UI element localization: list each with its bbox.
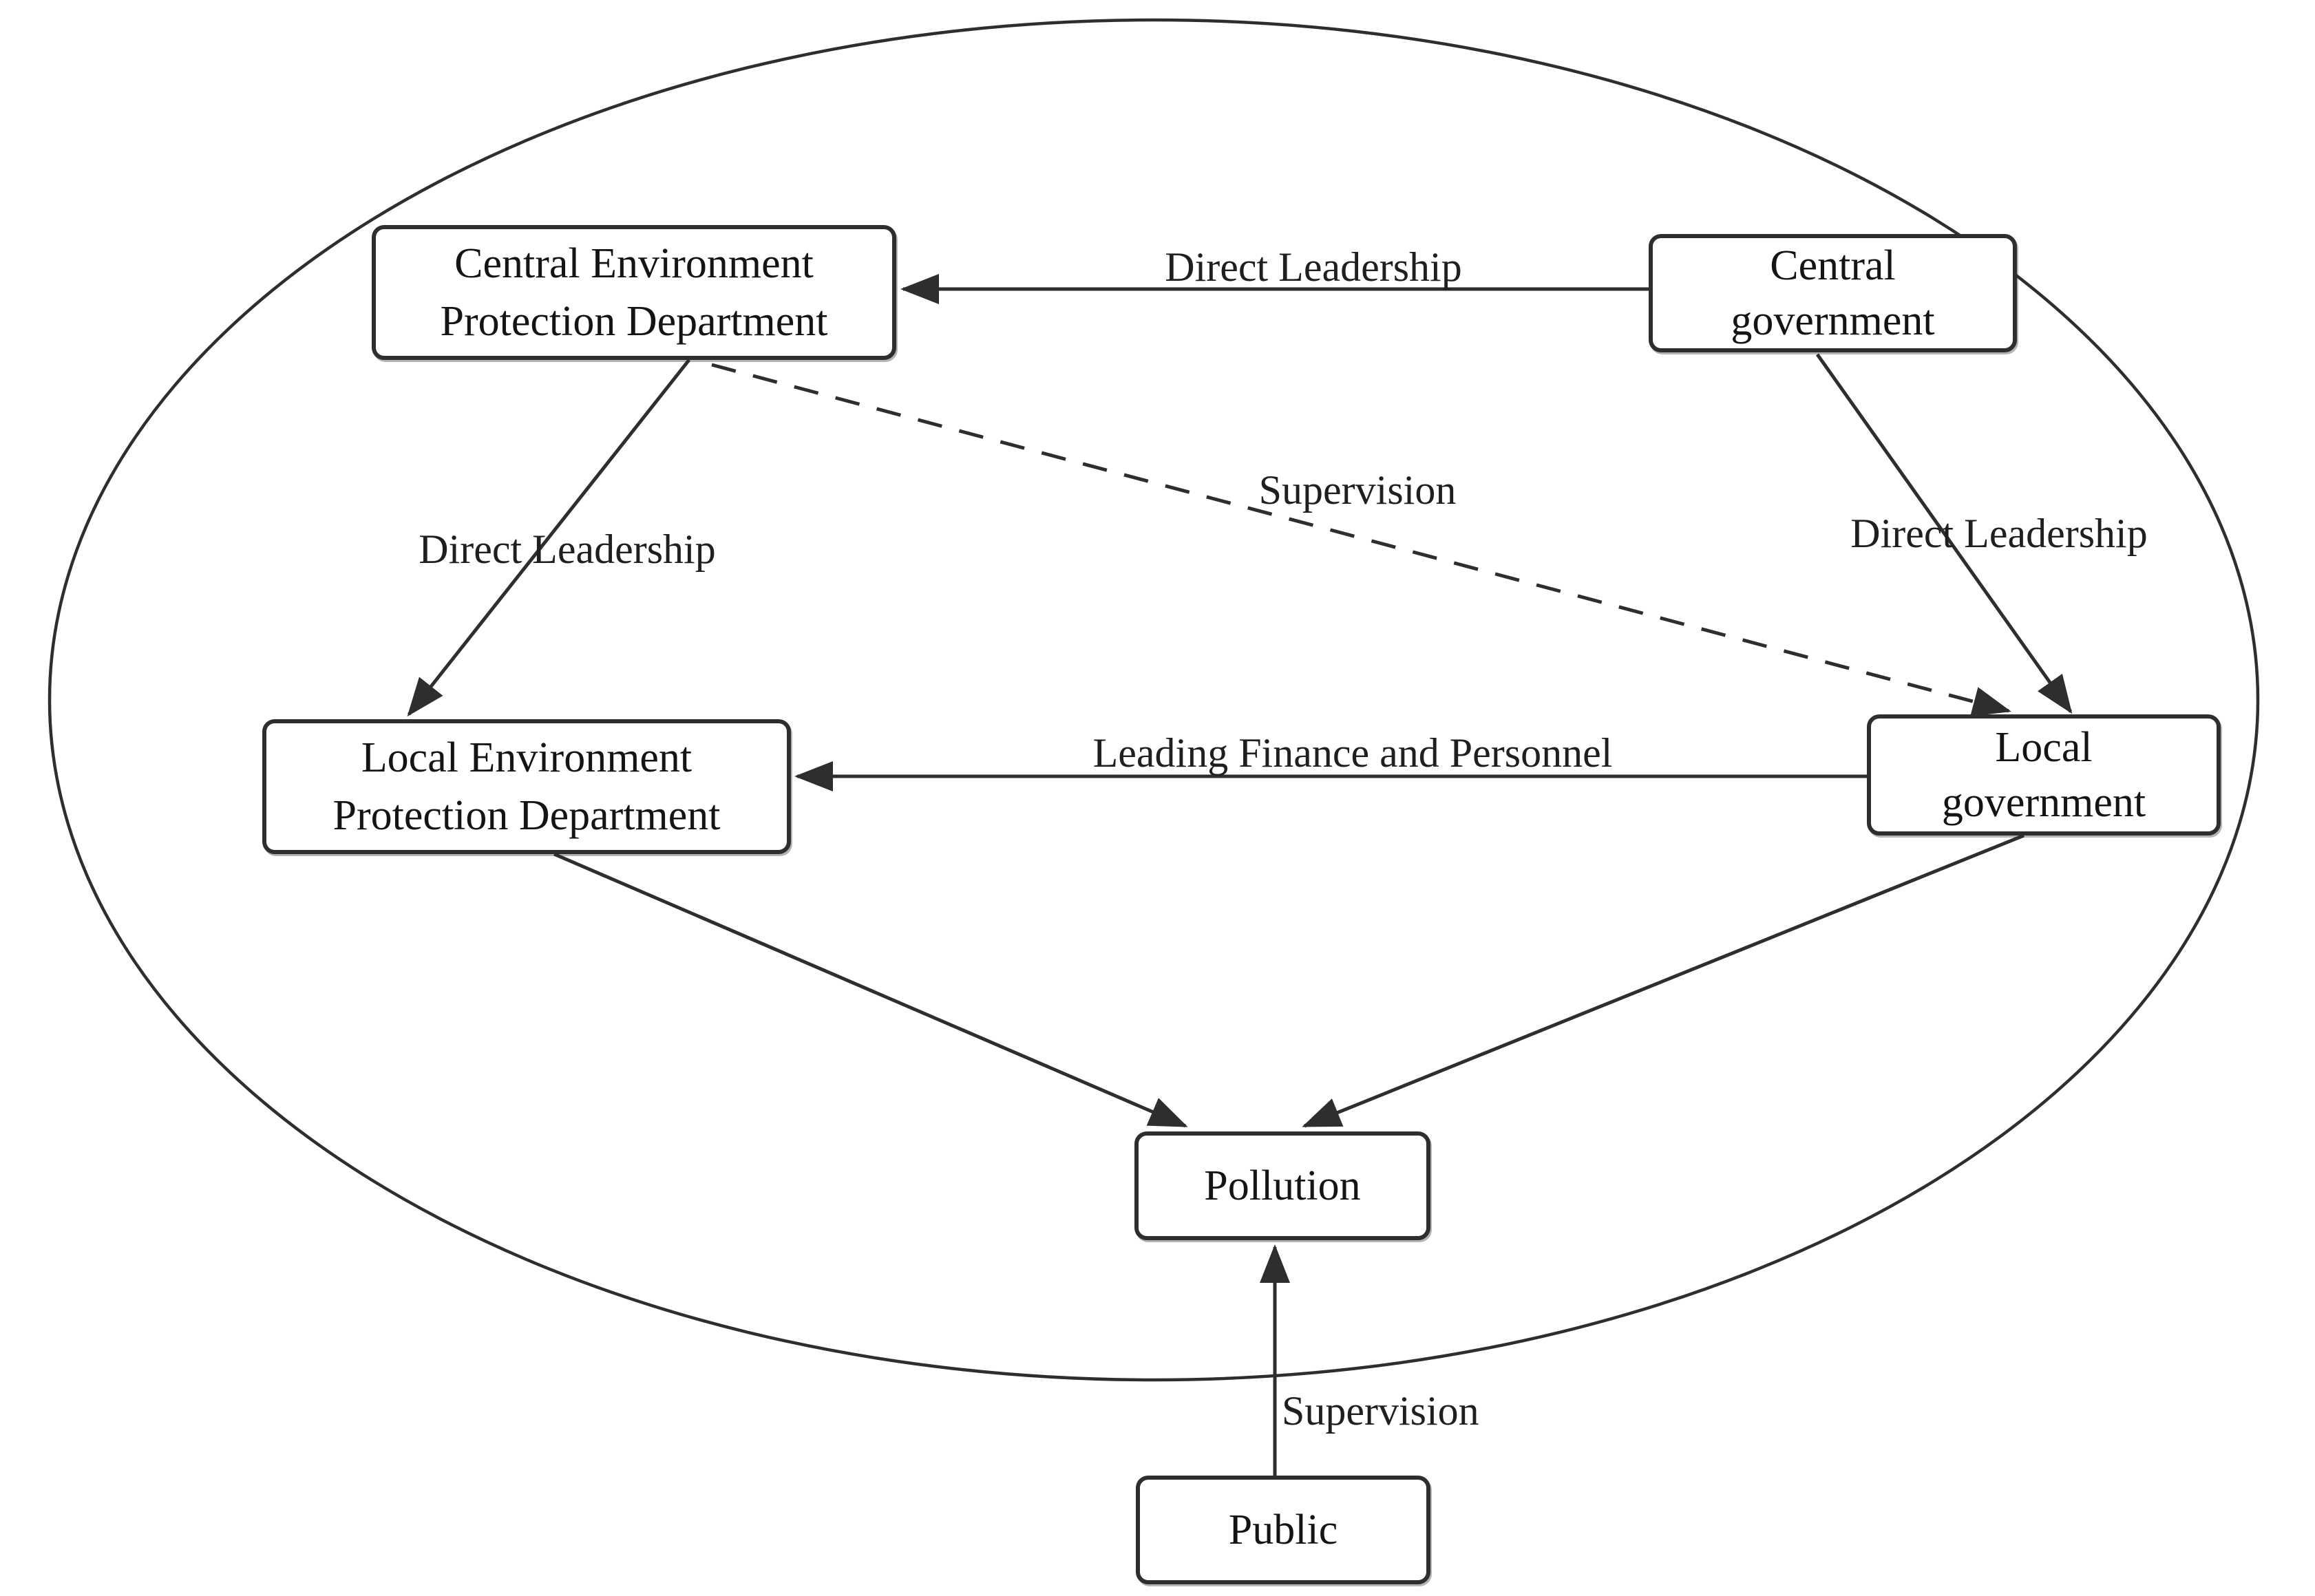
edge-central-gov-to-local-gov <box>1815 353 2073 714</box>
edge-local-epd-to-pollution <box>553 852 1188 1128</box>
node-local-government: Local government <box>1867 714 2221 836</box>
boundary-ellipse <box>47 18 2260 1382</box>
edge-label-direct-leadership-top: Direct Leadership <box>1165 244 1462 290</box>
edge-label-supervision-dashed: Supervision <box>1258 467 1457 513</box>
edge-label-direct-leadership-right: Direct Leadership <box>1850 511 2148 556</box>
edge-local-gov-to-pollution <box>1302 833 2025 1128</box>
node-central-environment-protection-department: Central Environment Protection Departmen… <box>372 225 896 360</box>
edge-label-supervision-bottom: Supervision <box>1282 1388 1479 1434</box>
edge-central-epd-to-local-gov-dashed <box>711 363 2011 716</box>
node-local-environment-protection-department: Local Environment Protection Department <box>262 719 791 854</box>
node-central-government: Central government <box>1649 234 2017 352</box>
node-pollution: Pollution <box>1134 1131 1430 1240</box>
edge-label-leading-finance-and-personnel: Leading Finance and Personnel <box>1092 730 1613 776</box>
node-public: Public <box>1136 1476 1430 1584</box>
edge-central-epd-to-local-epd <box>407 359 690 717</box>
edge-label-direct-leadership-left: Direct Leadership <box>419 526 716 572</box>
